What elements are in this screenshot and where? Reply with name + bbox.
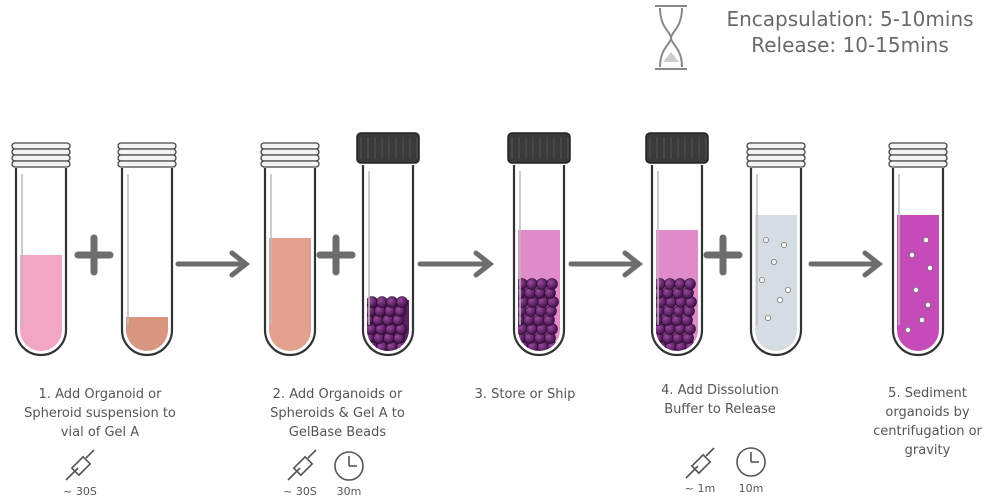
step-2-incubation-time: 30m bbox=[336, 485, 362, 498]
tube-released-organoids bbox=[888, 142, 948, 357]
tube-gel-a-with-suspension bbox=[11, 142, 71, 357]
pipette-icon bbox=[65, 449, 95, 481]
tube-gel-a bbox=[117, 142, 177, 357]
tube-gelbase-beads bbox=[356, 132, 420, 357]
step-4-pipette-time: ~ 1m bbox=[684, 482, 716, 495]
arrow-right-icon bbox=[568, 250, 644, 278]
timing-summary: Encapsulation: 5-10mins Release: 10-15mi… bbox=[700, 6, 1000, 58]
encapsulation-time: Encapsulation: 5-10mins bbox=[726, 7, 974, 31]
step-2-label: 2. Add Organoids or Spheroids & Gel A to… bbox=[270, 387, 405, 440]
step-4-incubation-time: 10m bbox=[738, 482, 764, 495]
step-5-label: 5. Sediment organoids by centrifugation … bbox=[873, 386, 982, 458]
clock-icon bbox=[736, 447, 766, 477]
step-1-pipette-time: ~ 30S bbox=[63, 485, 97, 498]
step-3-label: 3. Store or Ship bbox=[474, 387, 576, 402]
step-1-label: 1. Add Organoid or Spheroid suspension t… bbox=[24, 387, 176, 440]
plus-icon bbox=[74, 234, 114, 276]
arrow-right-icon bbox=[417, 250, 495, 278]
tube-dissolution-buffer bbox=[746, 142, 806, 357]
step-2-pipette-time: ~ 30S bbox=[283, 485, 317, 498]
arrow-right-icon bbox=[808, 250, 884, 278]
plus-icon bbox=[316, 234, 356, 276]
clock-icon bbox=[334, 451, 364, 481]
pipette-icon bbox=[287, 449, 317, 481]
arrow-right-icon bbox=[175, 250, 251, 278]
tube-organoids-gel-a bbox=[260, 142, 320, 357]
step-4-label: 4. Add Dissolution Buffer to Release bbox=[661, 383, 779, 417]
pipette-icon bbox=[685, 447, 715, 479]
plus-icon bbox=[703, 234, 743, 276]
tube-encapsulated-release bbox=[645, 132, 709, 357]
release-time: Release: 10-15mins bbox=[751, 33, 949, 57]
hourglass-icon bbox=[655, 5, 687, 70]
tube-encapsulated-stored bbox=[507, 132, 571, 357]
